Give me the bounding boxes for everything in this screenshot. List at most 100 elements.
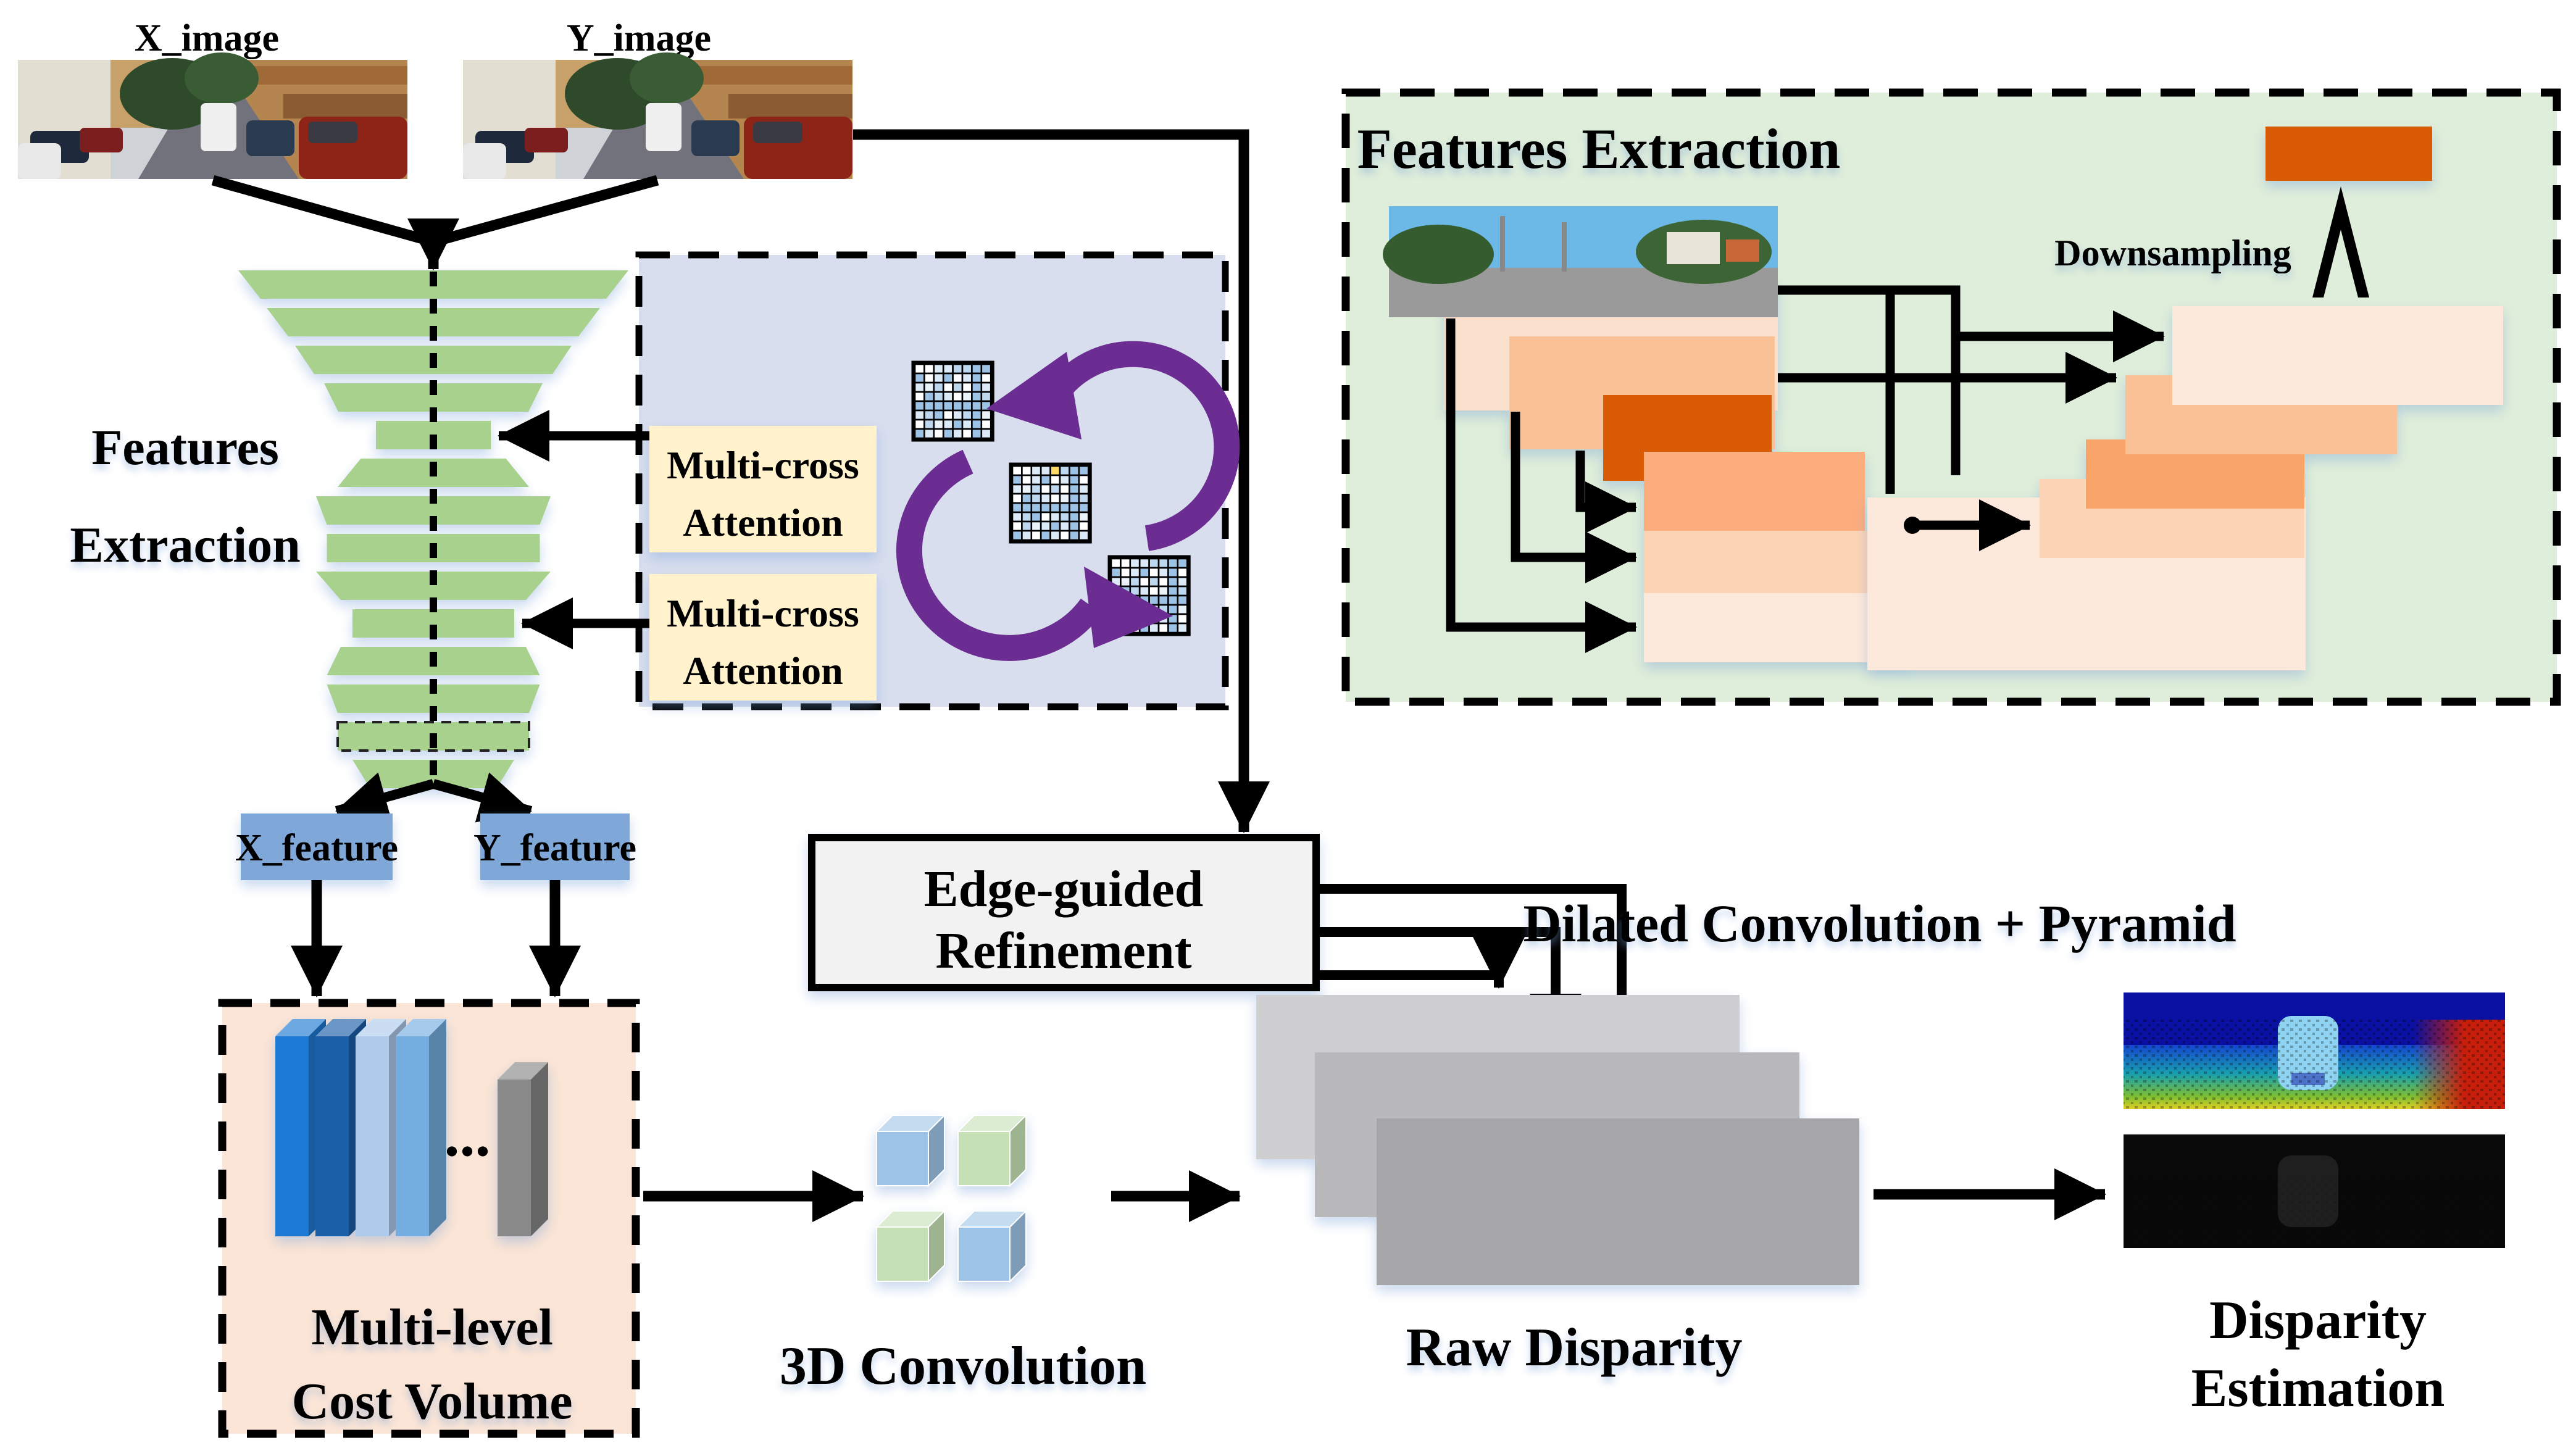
grid2-cell: [1049, 511, 1061, 523]
grid2-cell: [1011, 530, 1023, 541]
grid1-cell: [971, 363, 983, 375]
grid1-cell: [961, 391, 973, 402]
grid2-cell: [1030, 483, 1042, 495]
grid1-cell: [923, 400, 935, 412]
grid1-cell: [952, 428, 964, 439]
y-image: [463, 52, 852, 179]
mca1-line1: Multi-cross: [667, 443, 859, 487]
grid1-cell: [933, 418, 944, 430]
edge-refinement-line2: Refinement: [935, 922, 1191, 980]
split-to-x-feature: [335, 772, 435, 823]
grid3-cell: [1138, 585, 1150, 597]
grid3-cell: [1177, 604, 1188, 615]
grid1-cell: [942, 363, 954, 375]
cost-slab-front: [396, 1036, 429, 1236]
grid1-cell: [933, 428, 944, 439]
cost-slab-side: [531, 1062, 548, 1236]
grid1-cell: [923, 381, 935, 393]
grid2-cell: [1030, 530, 1042, 541]
grid2-cell: [1049, 465, 1061, 476]
grid1-cell: [933, 372, 944, 384]
mca1-line2: Attention: [683, 501, 843, 544]
cost-volume-ellipsis: ...: [444, 1101, 491, 1169]
cost-volume-slabs: [275, 1019, 548, 1236]
grid1-cell: [933, 409, 944, 421]
grid2-cell: [1040, 493, 1051, 504]
encoder-bar-12: [327, 684, 540, 713]
grid3-cell: [1157, 557, 1169, 569]
attention-matrix-2: [1009, 462, 1092, 544]
grid3-cell: [1129, 557, 1141, 569]
grid3-cell: [1177, 557, 1188, 569]
grid2-cell: [1049, 474, 1061, 486]
conv3d-label: 3D Convolution: [780, 1336, 1146, 1396]
grid3-cell: [1120, 557, 1132, 569]
cross-attention-cycle-icon: [896, 341, 1240, 661]
grid3-cell: [1157, 622, 1169, 634]
grid3-cell: [1177, 585, 1188, 597]
grid2-cell: [1021, 520, 1033, 532]
cycle-arrowhead-top-icon: [986, 352, 1082, 439]
grid1-cell: [923, 372, 935, 384]
grid2-cell: [1030, 474, 1042, 486]
encoder-bar-7: [316, 496, 551, 525]
grid2-cell: [1021, 483, 1033, 495]
grid1-cell: [980, 391, 992, 402]
grid1-cell: [942, 381, 954, 393]
cost-slab-front: [356, 1036, 389, 1236]
grid1-cell: [914, 381, 925, 393]
attention-matrix-1: [911, 360, 994, 442]
grid1-cell: [980, 381, 992, 393]
encoder-bar-10: [352, 609, 514, 638]
grid3-cell: [1167, 604, 1179, 615]
grid2-cell: [1059, 465, 1070, 476]
grid2-cell: [1078, 530, 1090, 541]
grid3-cell: [1148, 594, 1160, 606]
grid1-cell: [980, 372, 992, 384]
grid3-cell: [1177, 594, 1188, 606]
grid3-cell: [1148, 557, 1160, 569]
grid1-cell: [971, 381, 983, 393]
encoder-scene-image: [1383, 206, 1778, 317]
conv-cube-front: [876, 1226, 929, 1282]
grid1-cell: [914, 363, 925, 375]
x-image-label: X_image: [135, 17, 279, 59]
grid2-cell: [1059, 530, 1070, 541]
multi-cross-attention-box-2: [649, 574, 877, 701]
grid2-cell: [1011, 502, 1023, 514]
x-image-line: [211, 175, 435, 248]
grid1-cell: [980, 363, 992, 375]
cost-slab-top: [498, 1062, 548, 1080]
grid2-cell: [1078, 474, 1090, 486]
grid3-cell: [1129, 567, 1141, 578]
grid2-cell: [1049, 483, 1061, 495]
decoder-cascade: [1867, 306, 2503, 670]
grid3-cell: [1167, 557, 1179, 569]
grid1-cell: [952, 409, 964, 421]
grid2-cell: [1059, 483, 1070, 495]
grid2-cell: [1021, 465, 1033, 476]
stereo-inputs: X_image Y_image: [18, 17, 852, 179]
grid3-cell: [1138, 576, 1150, 588]
cost-slab-top: [396, 1019, 446, 1036]
grid2-cell: [1021, 474, 1033, 486]
cycle-arrowhead-bottom-icon: [1084, 567, 1173, 648]
encoder-bar-2: [267, 308, 600, 336]
grid1-cell: [961, 400, 973, 412]
grid3-cell: [1167, 594, 1179, 606]
grid1-cell: [914, 428, 925, 439]
grid2-cell: [1069, 502, 1080, 514]
dilated-label: Dilated Convolution + Pyramid: [1523, 894, 2236, 953]
cost-slab-front: [498, 1080, 531, 1236]
grid1-cell: [933, 391, 944, 402]
disparity-color-map: [2124, 992, 2505, 1109]
cost-volume-line1: Multi-level: [311, 1299, 553, 1356]
grid2-cell: [1021, 502, 1033, 514]
grid2-cell: [1078, 493, 1090, 504]
input-connectors: [211, 129, 1270, 833]
grid2-cell: [1040, 530, 1051, 541]
grid3-cell: [1120, 576, 1132, 588]
encoder-skip-arrow-1: [1446, 318, 1637, 653]
grid1-cell: [942, 400, 954, 412]
